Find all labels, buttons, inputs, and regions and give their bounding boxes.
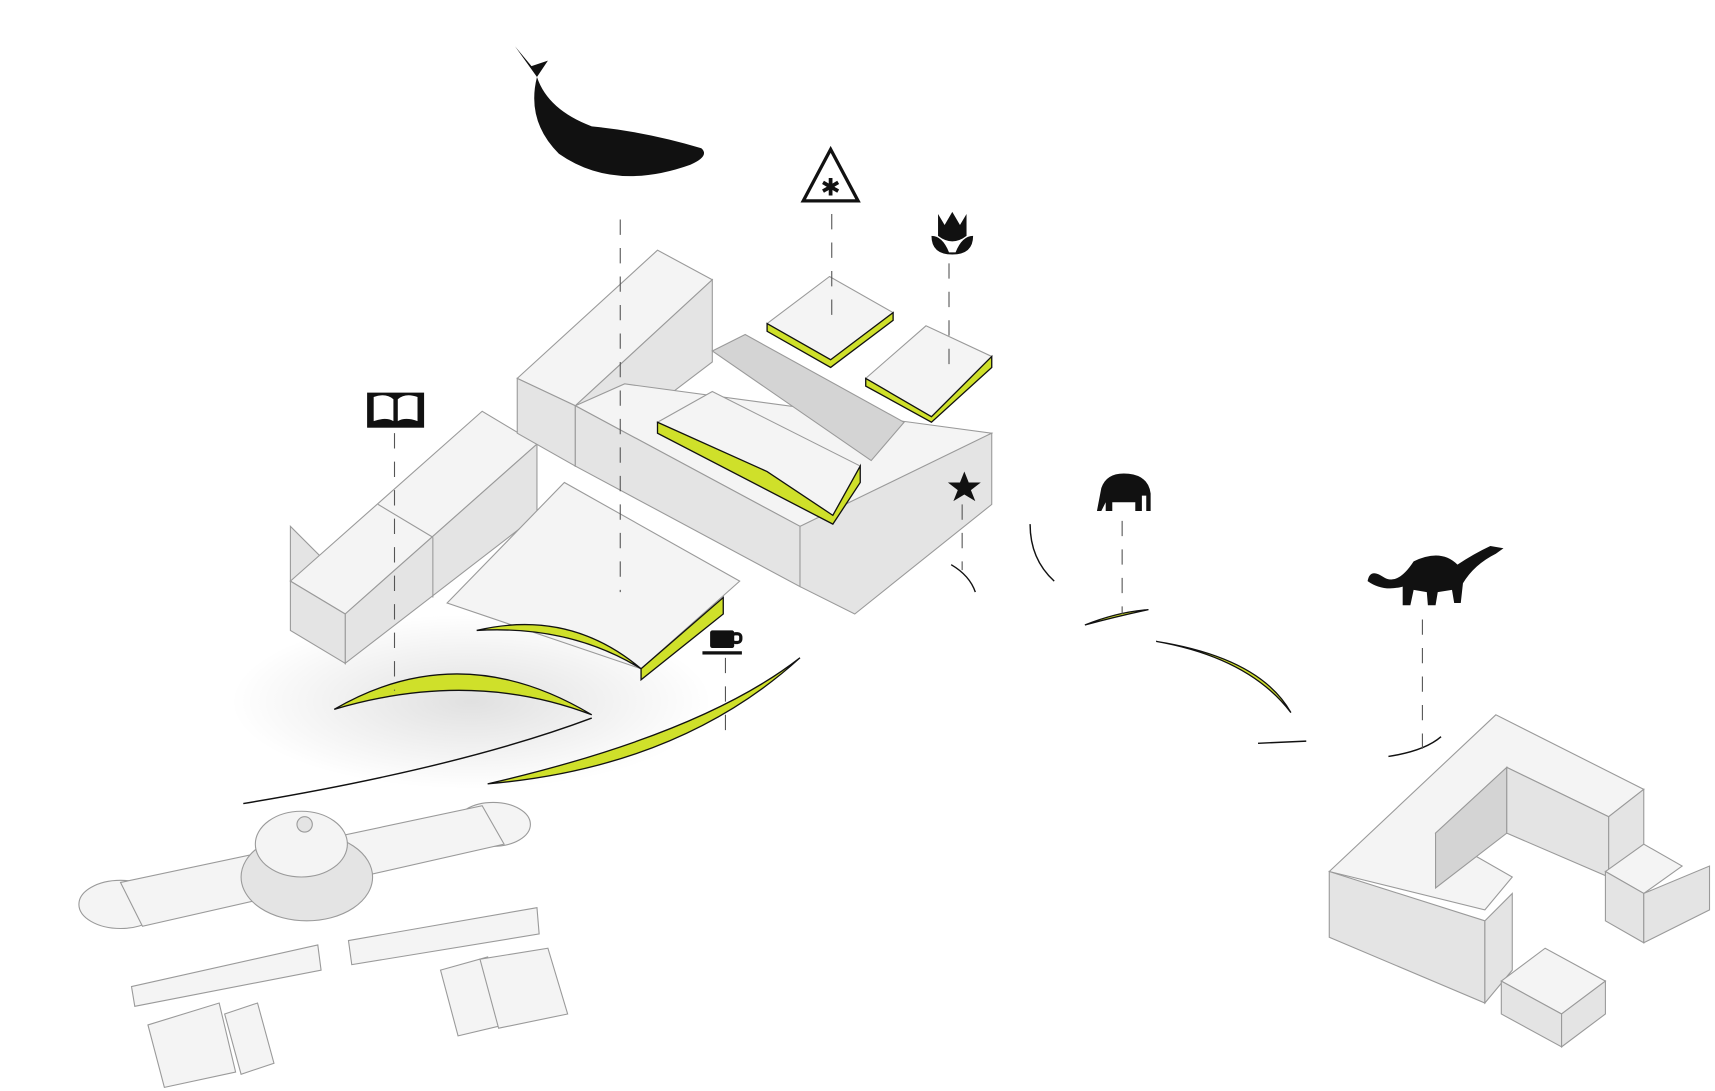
dinosaur-icon: [1367, 546, 1504, 606]
building-right-complex: [1328, 714, 1711, 1048]
roof-slab-east: [864, 325, 993, 424]
svg-text:✱: ✱: [821, 173, 841, 201]
path-arcs: [243, 524, 1442, 805]
building-rotunda-complex: [78, 801, 531, 930]
coffee-cup-icon: [702, 630, 743, 655]
star-icon: [947, 471, 981, 502]
whale-icon: [515, 46, 705, 177]
elephant-icon: [1096, 473, 1151, 511]
mountain-snowflake-icon: ✱: [800, 145, 861, 203]
book-icon: [367, 392, 425, 428]
roof-slab-north: [766, 275, 895, 369]
tulip-icon: [931, 211, 974, 255]
leader-lines: [393, 214, 1423, 751]
roof-slab-central: [656, 333, 905, 525]
building-rows: [130, 907, 569, 1089]
canopy-main: [446, 481, 741, 682]
